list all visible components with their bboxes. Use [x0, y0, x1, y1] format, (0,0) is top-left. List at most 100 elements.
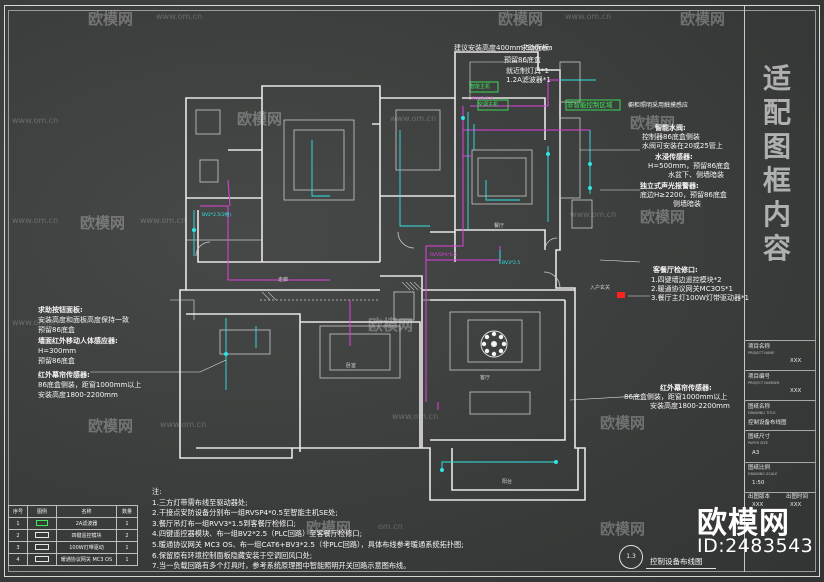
note-line: 1.三方灯带需布线至驱动器处; [152, 497, 248, 507]
frame-hint-char: 框 [762, 164, 791, 197]
legend-table: 序号 图例 名称 数量 1 2A滤波器 1 2 四键遥控模块 2 3 100W灯… [8, 505, 138, 566]
drawing-border [4, 5, 820, 577]
legend-qty: 1 [116, 541, 138, 554]
tb-project-name-value: XXX [790, 358, 802, 364]
callout-curtain-sensor-title: 红外幕帘传感器: [38, 371, 90, 379]
callout-curtain-panel-line: 预留86底盒 [504, 56, 541, 64]
legend-symbol [27, 553, 57, 566]
note-line: 7.当一负载回路有多个灯具时，参考系统原理图中智能照明开关回路示意图布线。 [152, 561, 411, 571]
legend-name: 100W灯带驱动 [56, 541, 117, 554]
callout-smart-light-title: 就近制灯具*1 [506, 67, 549, 75]
watermark-url: www.om.cn [160, 420, 207, 429]
cable-label: BV3*2.5 [502, 261, 521, 266]
legend-qty: 1 [116, 517, 138, 530]
callout-curtain-sensor-right-line: 安装高度1800-2200mm [650, 402, 730, 410]
drawing-inner-border [8, 10, 816, 572]
sheet-title-underline [646, 568, 716, 569]
watermark-url: www.om.cn [392, 412, 439, 421]
tb-scale-value: 1:50 [752, 480, 765, 486]
red-marker [617, 292, 625, 298]
legend-symbol [27, 529, 57, 542]
legend-no: 4 [8, 553, 28, 566]
room-label-corridor: 走廊 [278, 277, 289, 283]
legend-row: 4 暖通协议网关 MC3 OS 1 [8, 553, 138, 566]
legend-name: 四键遥控模块 [56, 529, 117, 542]
tb-project-no-label: 项目编号 [748, 374, 771, 380]
legend-no: 1 [8, 517, 28, 530]
watermark-logo: 欧模网 [80, 214, 126, 232]
callout-restaurant-line: 1.四键墙边遥控模块*2 [651, 276, 722, 284]
tb-project-name-label: 项目名称 [748, 344, 771, 350]
leader-lines [90, 61, 650, 401]
room-label-dining: 餐厅 [494, 223, 505, 229]
note-line: 6.保留原有环境控制面板隐藏安装于空调回风口处; [152, 550, 313, 560]
sheet-number: 1.3 [619, 545, 643, 569]
callout-restaurant-line: 3.餐厅主灯100W灯带驱动器*1 [651, 294, 749, 302]
tb-project-name-label-en: PROJECT NAME [748, 351, 775, 355]
legend-qty: 1 [116, 553, 138, 566]
tb-size-label: 图纸尺寸 [748, 434, 771, 440]
pendant-light-icon [480, 330, 508, 358]
tb-date-value: XXX [790, 502, 802, 508]
watermark-logo: 欧模网 [498, 10, 544, 28]
callout-curtain-sensor-right-title: 红外幕帘传感器: [660, 384, 712, 392]
note-line: 3.餐厅吊灯布一组RVV3*1.5到客餐厅检修口; [152, 518, 296, 528]
callout-water-sensor-line: H=500mm，预留86底盒 [648, 162, 731, 170]
watermark-url: www.om.cn [12, 116, 59, 125]
label-smart-box: 智能主机 [470, 84, 491, 90]
legend-qty: 2 [116, 529, 138, 542]
legend-row: 2 四键遥控模块 2 [8, 529, 138, 542]
watermark-logo: 欧模网 [306, 519, 352, 537]
frame-hint-char: 图 [762, 130, 791, 163]
callout-curtain-panel-line: 建议安装高度400mm-500mm [454, 44, 553, 52]
callout-curtain-panel-title: 求助面板: [521, 44, 552, 52]
tb-drawing-name-value: 控制设备布线图 [748, 420, 787, 426]
walls [179, 51, 586, 501]
room-label-entry: 入户玄关 [590, 285, 611, 291]
watermark-url: www.om.cn [570, 210, 617, 219]
tb-size-label-en: PAPER SIZE [748, 441, 769, 445]
callout-smart-light-line: 1.2A滤波器*1 [506, 76, 551, 84]
legend-header: 名称 [56, 505, 117, 518]
watermark-url: www.om.cn [156, 12, 203, 21]
callout-restaurant-line: 2.暖通协议网关MC3OS*1 [651, 285, 733, 293]
filter-icon [36, 519, 48, 526]
title-block-divider [744, 492, 816, 493]
legend-symbol [27, 517, 57, 530]
watermark-url: www.om.cn [12, 318, 59, 327]
remote-module-icon [35, 531, 49, 538]
callout-curtain-sensor-line: 86底盒侧装，距窗1000mm以上 [38, 381, 142, 389]
tb-project-no-value: XXX [790, 388, 802, 394]
callout-water-sensor-title: 水浸传感器: [655, 153, 693, 161]
callout-water-valve-title: 智能水阀: [655, 124, 686, 132]
tb-version-value: XXX [752, 502, 764, 508]
title-block-divider [744, 400, 816, 401]
cable-label: BV2*2.5(2根) [202, 213, 232, 218]
room-label-balcony: 阳台 [502, 479, 513, 485]
watermark-url: www.om.cn [565, 12, 612, 21]
legend-no: 3 [8, 541, 28, 554]
callout-pir-line: 预留86底盒 [38, 357, 75, 365]
frame-hint-char: 适 [762, 62, 791, 95]
cable-label: RVV3*1.5 [472, 97, 494, 102]
legend-symbol [27, 541, 57, 554]
callout-pir-line: H=300mm [38, 347, 77, 355]
callout-curtain-sensor-right-line: 86底盒侧装，距窗1000mm以上 [624, 393, 728, 401]
callout-water-sensor-line: 水盆下、侧墙暗装 [668, 171, 724, 179]
frame-hint-char: 容 [762, 232, 791, 265]
driver-icon [35, 543, 49, 550]
tb-project-no-label-en: PROJECT NUMBER [748, 381, 780, 385]
watermark-logo: 欧模网 [88, 417, 134, 435]
watermark-logo: 欧模网 [680, 10, 726, 28]
frame-hint-char: 内 [762, 198, 791, 231]
title-block-divider [744, 430, 816, 431]
note-line: 2.干接点安防设备分别布一组RVSP4*0.5至智能主机SE处; [152, 508, 338, 518]
callout-alarm-title: 独立式声光报警器: [640, 182, 699, 190]
watermark-url: om.cn [378, 522, 403, 531]
sheet-title: 控制设备布线图 [650, 557, 703, 566]
cyan-wiring [193, 79, 596, 470]
note-line: 4.四键遥控器模块、布一组BV2*2.5（PLC回路）至客餐厅检修口; [152, 529, 362, 539]
callout-help-line: 安装高度和面板高度保持一致 [38, 316, 129, 324]
